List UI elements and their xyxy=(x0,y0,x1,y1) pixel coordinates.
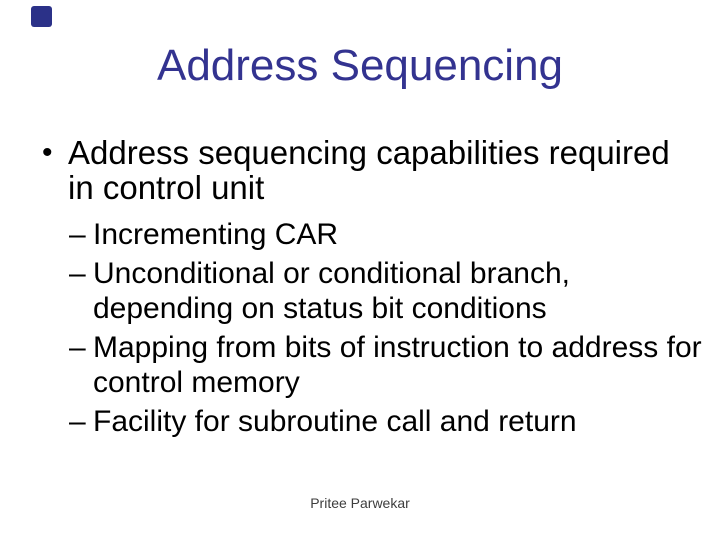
bullet-line: depending on status bit conditions xyxy=(93,292,547,325)
bullet-item: • Address sequencing capabilities requir… xyxy=(42,135,710,205)
bullet-line: Incrementing CAR xyxy=(93,218,339,251)
bullet-item: – Incrementing CAR xyxy=(42,217,710,252)
bullet-line: control memory xyxy=(93,366,300,399)
bullet-text: Address sequencing capabilities required… xyxy=(68,135,670,205)
bullet-item: – Facility for subroutine call and retur… xyxy=(42,404,710,439)
bullet-text: Unconditional or conditional branch, dep… xyxy=(93,256,570,326)
bullet-line: Address sequencing capabilities required xyxy=(68,134,670,171)
slide-title: Address Sequencing xyxy=(156,41,564,90)
bullet-text: Mapping from bits of instruction to addr… xyxy=(93,330,702,400)
bullet-line: Mapping from bits of instruction to addr… xyxy=(93,331,702,364)
bullet-dot-marker: • xyxy=(42,136,53,169)
dash-marker: – xyxy=(69,218,86,251)
corner-decoration-icon xyxy=(31,6,52,27)
bullet-text: Facility for subroutine call and return xyxy=(93,404,577,439)
dash-marker: – xyxy=(69,257,86,290)
bullet-text: Incrementing CAR xyxy=(93,217,338,252)
footer-author: Pritee Parwekar xyxy=(310,495,410,511)
dash-marker: – xyxy=(69,405,86,438)
dash-marker: – xyxy=(69,331,86,364)
bullet-item: – Unconditional or conditional branch, d… xyxy=(42,256,710,326)
bullet-line: in control unit xyxy=(68,169,265,206)
bullet-line: Unconditional or conditional branch, xyxy=(93,257,570,290)
bullet-item: – Mapping from bits of instruction to ad… xyxy=(42,330,710,400)
bullet-line: Facility for subroutine call and return xyxy=(93,405,577,438)
bullet-list: • Address sequencing capabilities requir… xyxy=(42,135,710,443)
